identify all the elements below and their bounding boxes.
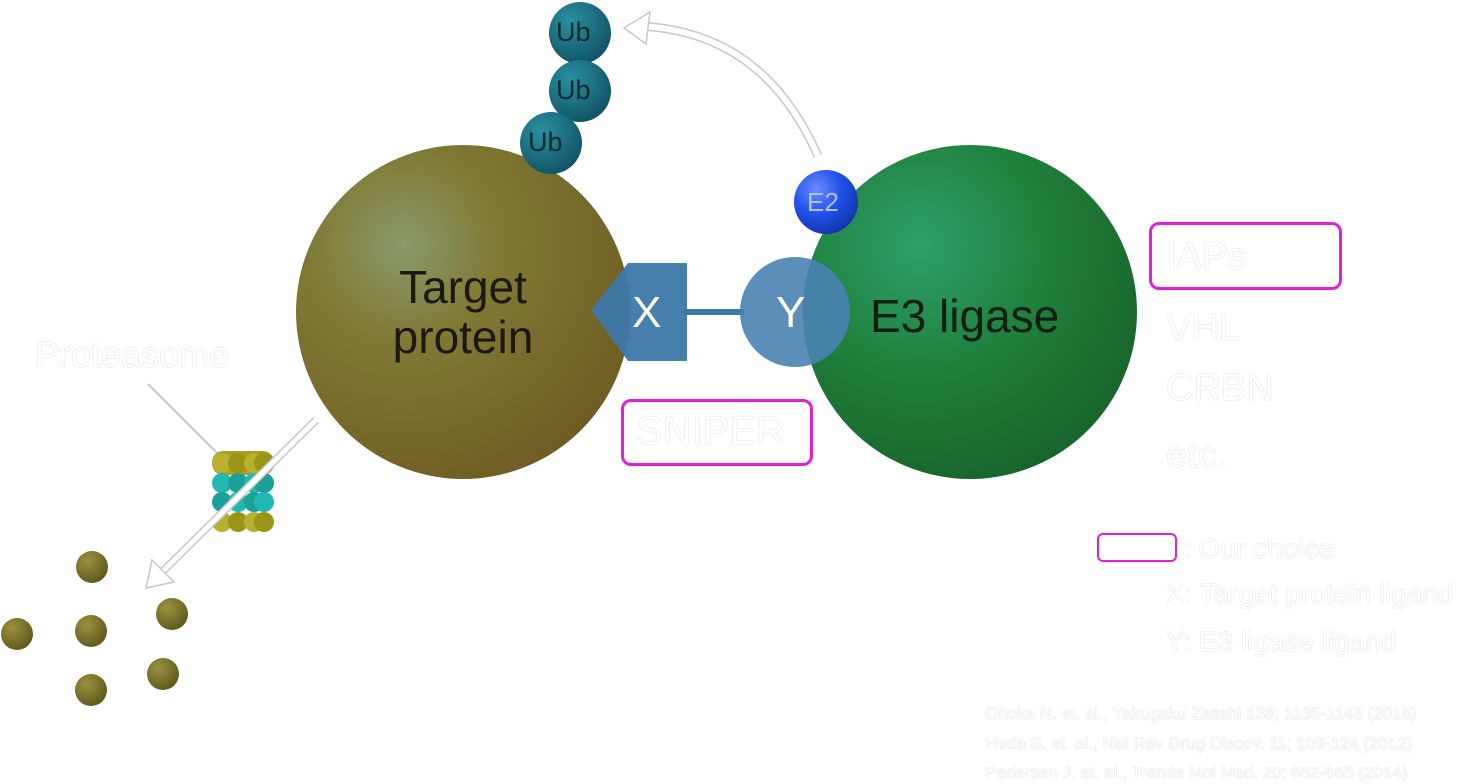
ub-sphere <box>549 2 611 64</box>
fragment-sphere <box>147 658 179 690</box>
reference-2: Huda S. et. al., Nat Rev Drug Discov. 11… <box>985 734 1413 753</box>
reference-1: Ohoka N. et. al., Yakugaku Zasshi 138; 1… <box>985 704 1417 723</box>
e3-option-vhl: VHL <box>1166 307 1240 349</box>
legend-swatch-box <box>1097 533 1177 562</box>
legend-x-definition: X: Target protein ligand <box>1166 578 1454 609</box>
e2-sphere <box>794 170 858 234</box>
e3-option-iaps: IAPs <box>1166 236 1247 278</box>
x-ligand-shape <box>591 263 687 361</box>
target-label-line2: protein <box>392 311 534 363</box>
target-label-line1: Target <box>399 261 527 313</box>
proteasome-label: Proteasome <box>35 334 230 375</box>
fragment-sphere <box>1 618 33 650</box>
e3-ligase-label: E3 ligase <box>870 290 1060 342</box>
x-ligand-label: X <box>632 288 662 337</box>
target-protein-sphere <box>296 145 630 479</box>
ub-sphere <box>549 60 611 122</box>
e3-option-crbn: CRBN <box>1166 367 1274 409</box>
fragment-sphere <box>75 615 107 647</box>
sniper-highlight-box <box>621 399 813 466</box>
ub-label: Ub <box>528 127 563 157</box>
ub-label: Ub <box>556 17 591 47</box>
ub-label: Ub <box>556 75 591 105</box>
sniper-label: SNIPER <box>636 409 785 453</box>
peptide-fragments <box>1 551 188 706</box>
ubiquitin-chain <box>520 2 611 174</box>
proteasome-icon <box>147 383 274 532</box>
iaps-highlight-box <box>1149 222 1342 290</box>
e3-ligase-sphere <box>803 145 1137 479</box>
degradation-arrow <box>145 417 319 589</box>
ubiquitin-transfer-arrow <box>622 10 823 158</box>
legend-y-definition: Y: E3 ligase ligand <box>1166 626 1397 657</box>
ub-sphere <box>520 112 582 174</box>
fragment-sphere <box>156 598 188 630</box>
legend-choice-text: : Our choice <box>1183 533 1334 564</box>
target-protein-label: Target protein <box>383 262 543 362</box>
y-ligand-label: Y <box>776 288 806 337</box>
e2-label: E2 <box>807 187 839 217</box>
fragment-sphere <box>76 551 108 583</box>
y-ligand-shape <box>740 257 850 367</box>
fragment-sphere <box>75 674 107 706</box>
reference-3: Pedersen J. et. al., Trends Mol Med. 20;… <box>985 763 1408 782</box>
e3-option-etc: etc. <box>1166 434 1228 476</box>
